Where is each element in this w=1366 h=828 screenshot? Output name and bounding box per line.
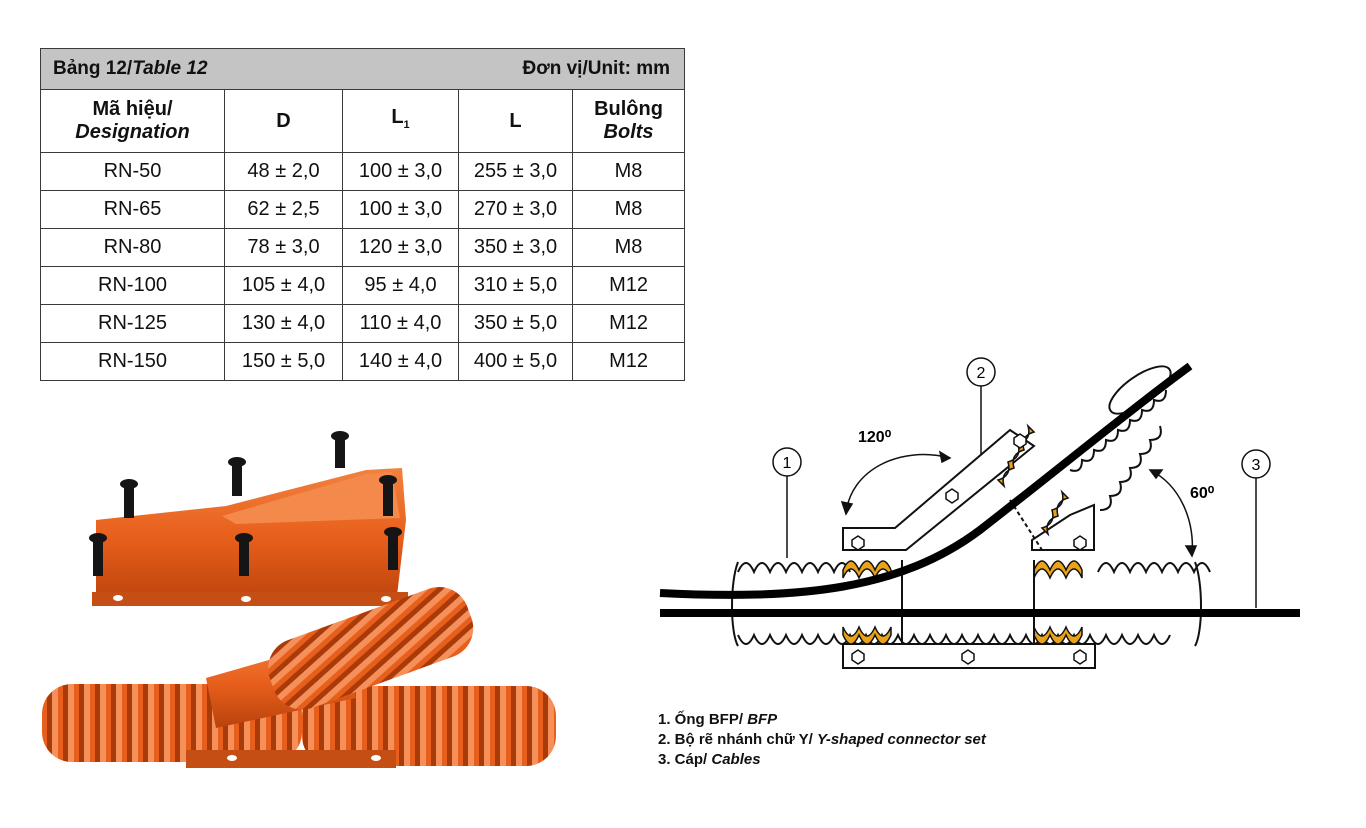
- cable: [659, 362, 1300, 617]
- table-cell: 78 ± 3,0: [224, 228, 343, 267]
- header-bolts-vi: Bulông: [594, 98, 663, 120]
- table-cell: 270 ± 3,0: [458, 190, 573, 229]
- header-designation-en: Designation: [75, 121, 190, 143]
- table-cell: 48 ± 2,0: [224, 152, 343, 191]
- callout-2: 2: [966, 357, 996, 454]
- legend-item-en: BFP: [747, 711, 778, 728]
- table-cell: 62 ± 2,5: [224, 190, 343, 229]
- table-cell: 400 ± 5,0: [458, 342, 573, 381]
- table-cell: M12: [571, 304, 686, 343]
- callout-2-label: 2: [977, 365, 986, 382]
- table-cell: RN-80: [40, 228, 225, 267]
- header-l1-main: L: [391, 105, 404, 128]
- header-l: L: [458, 89, 573, 153]
- table-cell: 95 ± 4,0: [342, 266, 459, 305]
- header-d: D: [224, 89, 343, 153]
- table-cell: M8: [571, 190, 686, 229]
- legend-item: 2. Bộ rẽ nhánh chữ Y/ Y-shaped connector…: [658, 730, 986, 750]
- table-cell: 140 ± 4,0: [342, 342, 459, 381]
- angle-arcs: [840, 450, 1198, 558]
- gasket: [842, 423, 1083, 645]
- table-cell: 120 ± 3,0: [342, 228, 459, 267]
- table-cell: RN-65: [40, 190, 225, 229]
- table-cell: 350 ± 5,0: [458, 304, 573, 343]
- legend-item-en: Cables: [711, 751, 761, 768]
- y-connector-diagram: 1 2 3 120⁰ 60⁰: [659, 357, 1300, 669]
- table-cell: RN-150: [40, 342, 225, 381]
- table-cell: 350 ± 3,0: [458, 228, 573, 267]
- assembled-pipes: [42, 587, 556, 768]
- table-cell: 110 ± 4,0: [342, 304, 459, 343]
- spec-table: Bảng 12/Table 12 Đơn vị/Unit: mm Mã hiệu…: [39, 48, 686, 381]
- table-cell: RN-125: [40, 304, 225, 343]
- legend-item-vi: 2. Bộ rẽ nhánh chữ Y/: [658, 731, 817, 748]
- table-cell: M8: [571, 152, 686, 191]
- header-bolts-en: Bolts: [603, 121, 654, 143]
- bolt-hex: [851, 433, 1087, 665]
- table-title-vi: Bảng 12/: [53, 58, 133, 79]
- table-cell: RN-100: [40, 266, 225, 305]
- table-cell: M8: [571, 228, 686, 267]
- angle-60-label: 60⁰: [1190, 485, 1215, 502]
- table-cell: 150 ± 5,0: [224, 342, 343, 381]
- legend-item-vi: 1. Ống BFP/: [658, 711, 748, 728]
- connector-set: [89, 431, 408, 606]
- table-cell: 310 ± 5,0: [458, 266, 573, 305]
- legend: 1. Ống BFP/ BFP 2. Bộ rẽ nhánh chữ Y/ Y-…: [658, 710, 986, 770]
- product-photo: [42, 431, 556, 768]
- callout-1-label: 1: [783, 455, 792, 472]
- legend-item-en: Y-shaped connector set: [816, 731, 986, 748]
- table-cell: 100 ± 3,0: [342, 190, 459, 229]
- table-title: Bảng 12/Table 12: [41, 58, 208, 80]
- table-cell: 130 ± 4,0: [224, 304, 343, 343]
- header-designation: Mã hiệu/Designation: [40, 89, 225, 153]
- table-unit: Đơn vị/Unit: mm: [522, 58, 671, 79]
- callout-1: 1: [772, 447, 802, 558]
- table-title-en: Table 12: [132, 58, 208, 79]
- legend-item-vi: 3. Cáp/: [658, 751, 712, 768]
- legend-item: 1. Ống BFP/ BFP: [658, 710, 986, 730]
- legend-item: 3. Cáp/ Cables: [658, 750, 986, 770]
- table-caption-row: Bảng 12/Table 12 Đơn vị/Unit: mm: [39, 48, 686, 90]
- header-designation-vi: Mã hiệu/: [92, 98, 173, 120]
- table-cell: 100 ± 3,0: [342, 152, 459, 191]
- table-cell: M12: [571, 342, 686, 381]
- callout-3: 3: [1241, 449, 1271, 608]
- table-caption: Bảng 12/Table 12 Đơn vị/Unit: mm: [39, 48, 686, 90]
- table-cell: RN-50: [40, 152, 225, 191]
- table-cell: 105 ± 4,0: [224, 266, 343, 305]
- header-l1: L1: [342, 89, 459, 153]
- table-cell: 255 ± 3,0: [458, 152, 573, 191]
- callout-3-label: 3: [1252, 457, 1261, 474]
- header-l1-sub: 1: [403, 118, 410, 131]
- table-cell: M12: [571, 266, 686, 305]
- angle-120-label: 120⁰: [858, 429, 892, 446]
